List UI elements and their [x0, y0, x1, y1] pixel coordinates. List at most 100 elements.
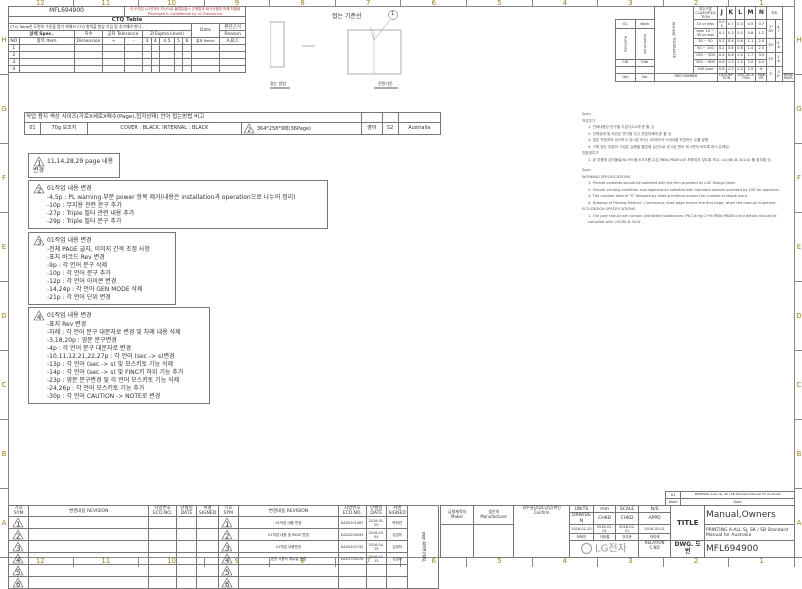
svg-text:2: 2: [225, 533, 229, 541]
revision-note-line: -전체 PAGE 글자, 이미지 간격 조정 사항: [47, 246, 150, 253]
column-label: 7: [336, 0, 402, 7]
column-label: 2: [664, 0, 730, 7]
drawing-number: MFL694900: [704, 540, 795, 558]
revision-triangle-icon: 2: [221, 529, 233, 540]
dimension-header: Dimension: [73, 37, 104, 46]
doc-number: MFL694900: [7, 6, 126, 17]
spec-notes: Spec.작업주기 1. 인쇄내용은 반구을 주었다/LG에 준 할 것.2. …: [582, 112, 780, 224]
fold-line-label: 접는 기준선: [332, 13, 362, 20]
revision-note-line: -10,11,12,21,22,27p : 각 언어 (sec -> s)변경: [47, 353, 175, 360]
revision-triangle-icon: 3: [33, 235, 45, 246]
svg-text:3: 3: [225, 545, 229, 553]
revision-note-line: -표지 Rev 변경: [47, 321, 87, 328]
revision-triangle-icon: 6: [12, 577, 24, 588]
column-label: 5: [467, 558, 533, 567]
revision-note-box: 4 01작업 내용 변경 -표지 Rev 변경-차례 : 각 언어 문구 대문자로 …: [28, 307, 210, 404]
column-label: 11: [74, 0, 140, 7]
revision-note-line: -30p : 각 언어 CAUTION -> NOTE로 변경: [47, 393, 161, 400]
revision-triangle-icon: 1: [12, 517, 24, 528]
reason-ko: 판단근거: [219, 23, 246, 32]
sigma-3: 3: [142, 37, 152, 46]
revision-note-line: -13p : 각 언어 (sec -> s) 및 모스키토 기능 삭제: [47, 361, 174, 368]
row-label: C: [795, 351, 802, 420]
svg-text:4: 4: [225, 557, 230, 565]
sigma-6: 6: [182, 37, 192, 46]
sigma-5: 5: [173, 37, 184, 46]
column-label: 10: [139, 0, 205, 7]
row-label: E: [795, 213, 802, 282]
svg-text:4: 4: [16, 557, 21, 565]
abc-header: A,B,C: [219, 37, 246, 46]
svg-text:2: 2: [37, 187, 41, 195]
revision-note-line: -21p : 각 언어 단위 변경: [47, 294, 111, 301]
tolerance-header: 공차 Tolerance: [102, 30, 144, 39]
svg-text:4: 4: [37, 314, 42, 322]
revision-triangle-icon: 3: [12, 541, 24, 552]
svg-text:2: 2: [16, 533, 20, 541]
row-label: H: [0, 6, 8, 75]
revision-triangle-icon: 4: [221, 553, 233, 564]
revision-note-line: -4p : 각 언어 문구 대문자로 변경: [47, 345, 131, 352]
revision-triangle-icon: 2: [12, 529, 24, 540]
spec-table: 작업 용지 색상 사이즈(가로X세로X매수(Page),접지상태) 언어 접는방…: [23, 112, 441, 135]
revision-note-line: -27p : Triple 필터 관련 내용 추가: [47, 210, 135, 217]
row-label: B: [795, 420, 802, 489]
svg-text:5: 5: [16, 569, 20, 577]
column-label: 1: [729, 558, 795, 567]
svg-text:1: 1: [37, 160, 41, 168]
column-label: 12: [8, 0, 74, 7]
svg-text:3: 3: [16, 545, 20, 553]
revision-triangle-icon: 4: [12, 553, 24, 564]
sigma-45: 4.5: [159, 37, 175, 46]
revision-triangle-icon: 4: [33, 310, 45, 321]
column-label: 4: [533, 0, 599, 7]
marker-circle: [388, 10, 398, 20]
revision-note-line: -23p : 영문 문구변경 및 각 언어 모스키토 기능 삭제: [47, 377, 180, 384]
title-main: Manual,Owners: [704, 505, 795, 525]
column-label: 3: [598, 0, 664, 7]
svg-text:1: 1: [16, 521, 20, 529]
dimension-ko: 치수: [73, 30, 104, 39]
revision-note-line: -29p : Triple 필터 문구 추가: [47, 218, 122, 225]
revision-triangle-icon: 1: [33, 156, 45, 167]
revision-triangle-icon: 2: [33, 183, 45, 194]
lg-logo: LG전자: [568, 540, 639, 558]
revision-note-line: -차례 : 각 언어 문구 대문자로 변경 및 차례 내용 삭제: [47, 329, 181, 336]
revision-note-line: -14,24p : 각 언어 GEN MODE 삭제: [47, 286, 143, 293]
revision-note-line: 01작업 내용 변경: [47, 312, 92, 319]
row-label: F: [795, 144, 802, 213]
row-label: F: [0, 144, 8, 213]
spec-header: 작업 용지 색상 사이즈(가로X세로X매수(Page),접지상태) 언어 접는방…: [23, 112, 363, 123]
item-header: 항목 Item: [18, 37, 75, 46]
sigma-header: Z(Sigma Level): [142, 30, 192, 39]
column-label: 6: [401, 0, 468, 7]
ctq-note: CTQ Table은 도면의 수준을 알기 위해서 CTQ 항목을 항상 기입 …: [8, 23, 192, 32]
revision-note-line: -9p : 각 언어 문구 삭제: [47, 262, 107, 269]
revision-note-line: 01작업 내용 변경: [47, 185, 92, 192]
svg-text:5: 5: [225, 569, 229, 577]
minus-header: -: [124, 37, 144, 46]
reason-en: Reason: [219, 30, 246, 39]
column-label: 4: [533, 558, 599, 567]
column-label: 8: [270, 0, 336, 7]
revision-note-line: -표지 바코드 Rev 변경: [47, 254, 105, 261]
column-label: 3: [598, 558, 664, 567]
row-label: A: [795, 489, 802, 558]
